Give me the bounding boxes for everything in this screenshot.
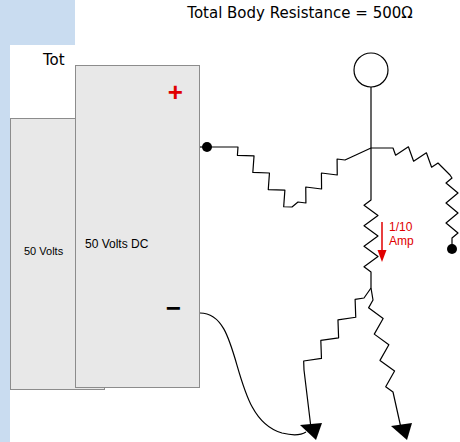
battery-label: 50 Volts: [24, 245, 63, 257]
resistor-symbol: [369, 288, 401, 428]
battery-box: +50 Volts DC −: [75, 65, 200, 388]
head: [354, 53, 388, 87]
resistor-symbol: [364, 148, 378, 288]
resistor-symbol: [206, 147, 371, 207]
battery-label: 50 Volts DC: [85, 238, 148, 251]
terminal-sign: +: [168, 78, 183, 107]
current-arrow: [381, 222, 383, 252]
front-slide: [75, 0, 460, 442]
ground-arrow: [300, 423, 322, 440]
terminal-sign: −: [166, 294, 181, 323]
current-arrow-head: [378, 250, 387, 262]
clipped-title: Tot: [43, 52, 65, 69]
terminal-dot: [447, 244, 457, 254]
title: Total Body Resistance = 500Ω: [187, 4, 412, 22]
terminal-dot: [202, 142, 212, 152]
neck-wire: [370, 87, 371, 148]
resistor-symbol: [371, 147, 458, 246]
resistor-symbol: [304, 288, 371, 428]
wire: [200, 313, 306, 435]
current-label: 1/10 Amp: [389, 221, 421, 249]
ground-arrow: [391, 423, 412, 440]
